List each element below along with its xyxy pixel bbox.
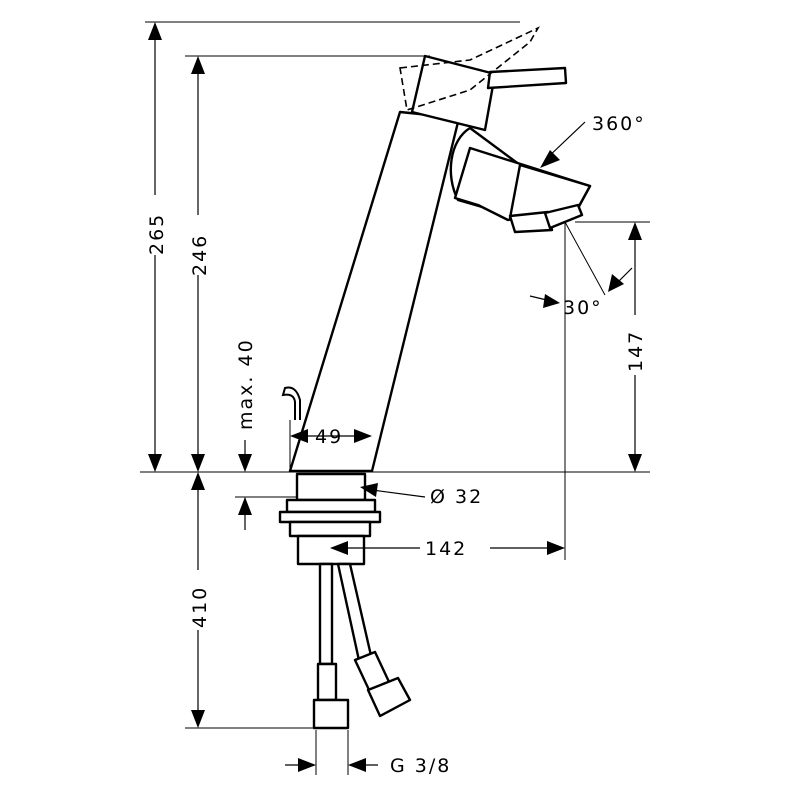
- dim-tap-hole: Ø 32: [430, 486, 483, 508]
- dim-spout-height: 246: [189, 234, 211, 276]
- dimension-lines: [148, 22, 642, 772]
- dim-hose-length: 410: [189, 586, 211, 628]
- dim-outlet-angle: 30°: [563, 297, 603, 319]
- dim-projection: 142: [425, 538, 467, 560]
- dim-connection: G 3/8: [390, 755, 451, 777]
- dim-deck-thickness: max. 40: [235, 338, 257, 430]
- dim-outlet-height: 147: [625, 330, 647, 372]
- mounting-hardware: [278, 472, 412, 730]
- dim-total-height: 265: [146, 213, 168, 255]
- dimension-labels: 265 246 max. 40 410 147 49 Ø 32 142 360°…: [143, 113, 647, 777]
- dim-body-width: 49: [315, 426, 343, 448]
- faucet-body: [281, 26, 592, 473]
- dim-swivel: 360°: [592, 113, 646, 135]
